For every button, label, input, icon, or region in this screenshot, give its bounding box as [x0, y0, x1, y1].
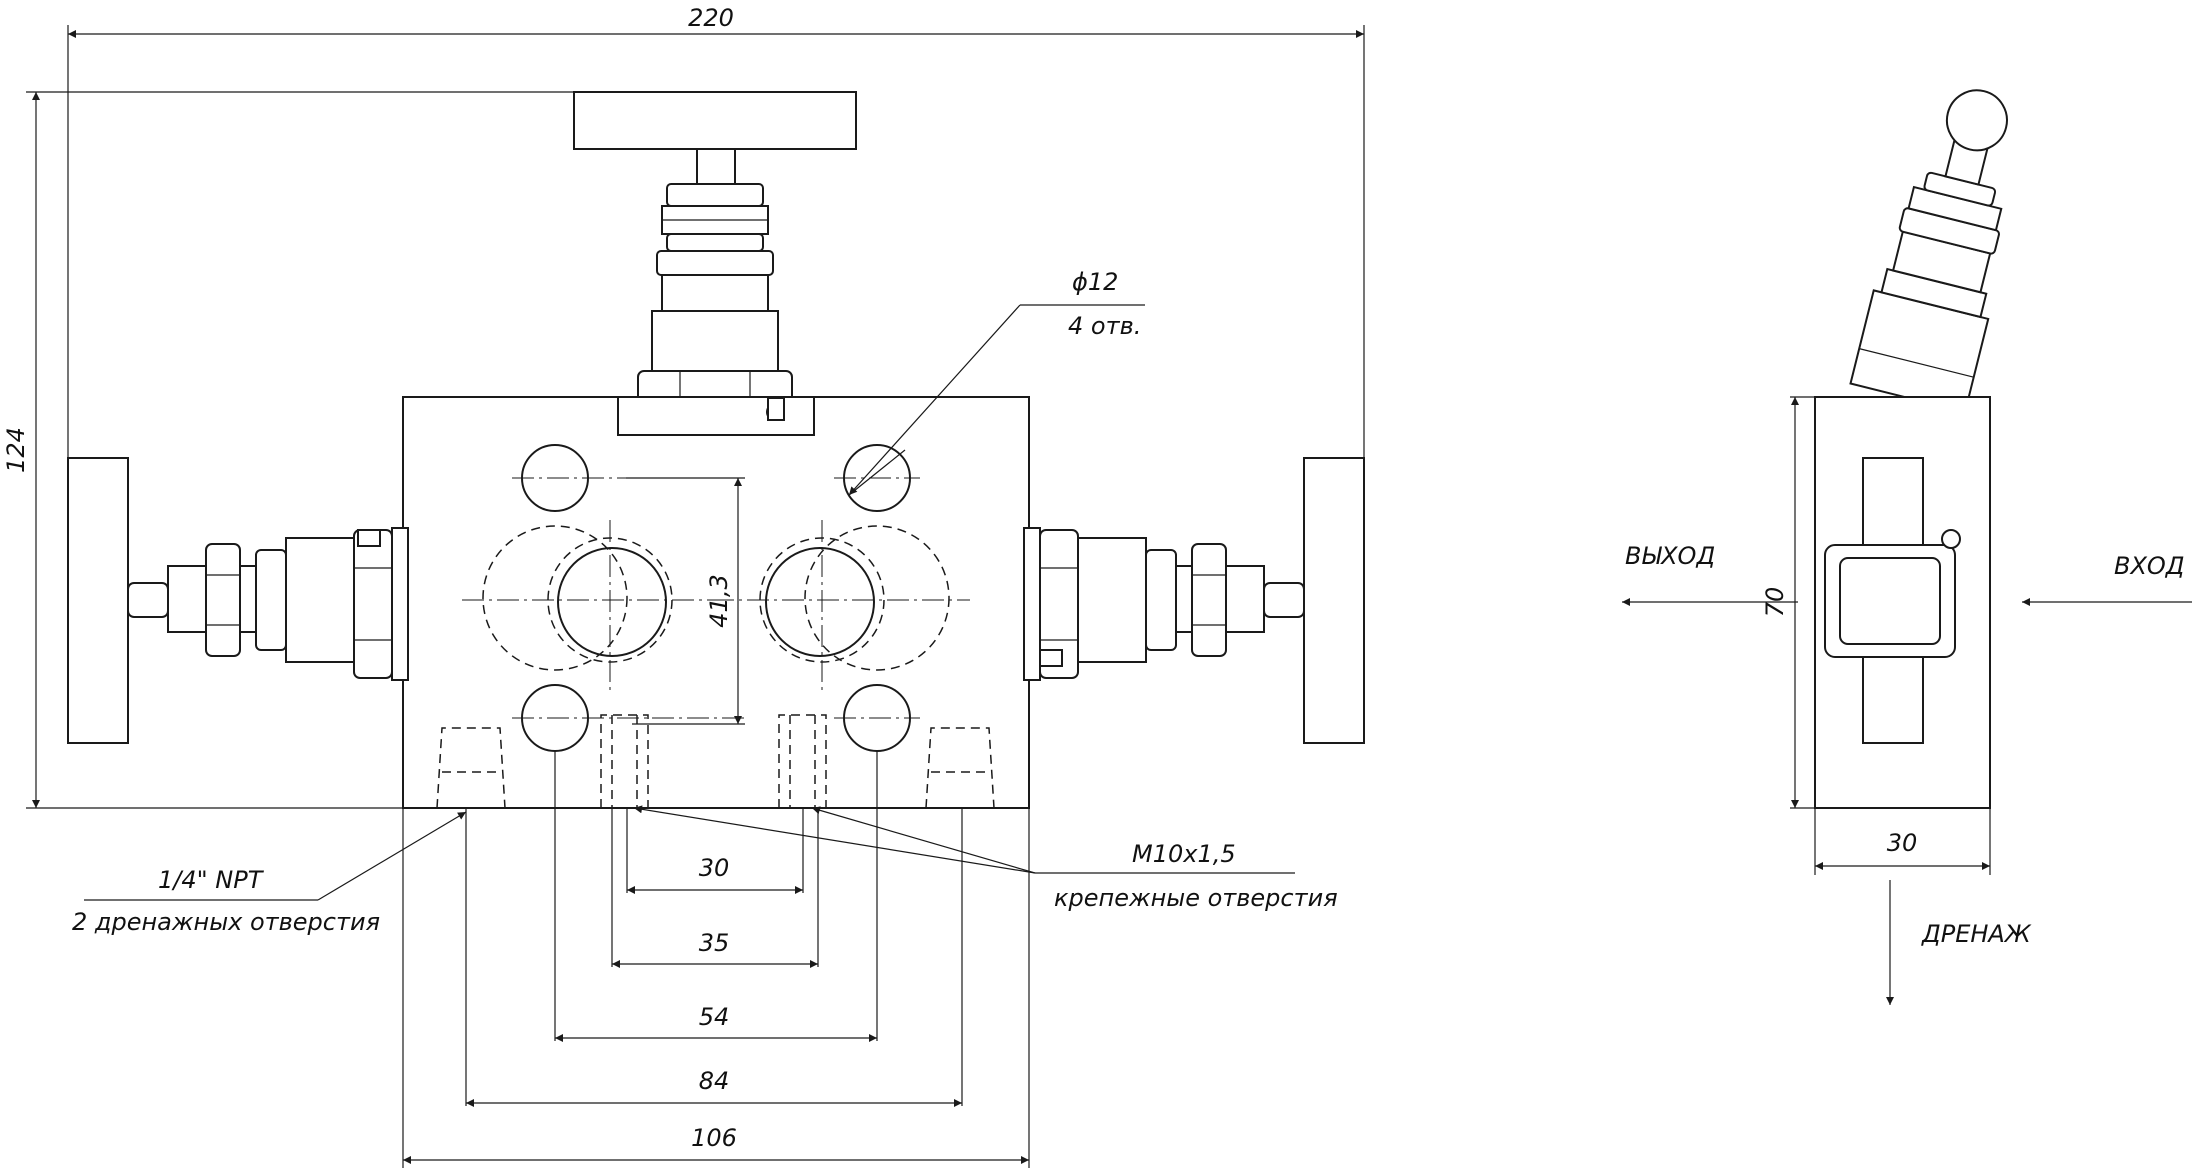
holes-diameter-label: ϕ12 [1072, 268, 1118, 296]
manifold-body [402, 396, 1030, 809]
dim-hole-spacing [626, 477, 745, 725]
overall-height-label: 124 [2, 427, 30, 473]
right-valve [1023, 457, 1365, 744]
leader-holes [848, 304, 1145, 496]
dim-overall-width [67, 25, 1365, 458]
ports-left [462, 520, 720, 690]
dim-overall-height [26, 91, 574, 809]
drain-thread-label: 1/4" NPT [158, 866, 265, 894]
mount-84-label: 84 [699, 1067, 730, 1095]
drain-label: ДРЕНАЖ [1921, 920, 2032, 948]
side-valve [1849, 89, 2008, 414]
leader-drain [84, 811, 467, 901]
holes-count-label: 4 отв. [1068, 312, 1141, 340]
dim-bottom-stack [402, 751, 1030, 1168]
thread-label: M10x1,5 [1132, 840, 1236, 868]
outlet-label: ВЫХОД [1625, 542, 1715, 570]
mount-35-label: 35 [699, 929, 730, 957]
ports-right [712, 520, 970, 690]
mount-54-label: 54 [699, 1003, 730, 1031]
side-view: 70 30 ВЫХОД ВХОД ДРЕНАЖ [1622, 89, 2192, 1005]
overall-width-label: 220 [688, 4, 734, 32]
body-width-label: 106 [691, 1124, 737, 1152]
inlet-label: ВХОД [2114, 552, 2185, 580]
side-width-label: 30 [1887, 829, 1918, 857]
hole-spacing-label: 41,3 [705, 574, 733, 627]
drain-note-label: 2 дренажных отверстия [72, 908, 380, 936]
mount-30-label: 30 [699, 854, 730, 882]
hidden-bottom-holes [436, 714, 995, 809]
front-view: 220 124 41,3 30 35 54 84 106 ϕ12 4 отв. … [2, 4, 1365, 1168]
thread-note-label: крепежные отверстия [1054, 884, 1338, 912]
leader-thread [633, 805, 1295, 874]
left-valve [67, 457, 409, 744]
top-valve [573, 91, 857, 436]
